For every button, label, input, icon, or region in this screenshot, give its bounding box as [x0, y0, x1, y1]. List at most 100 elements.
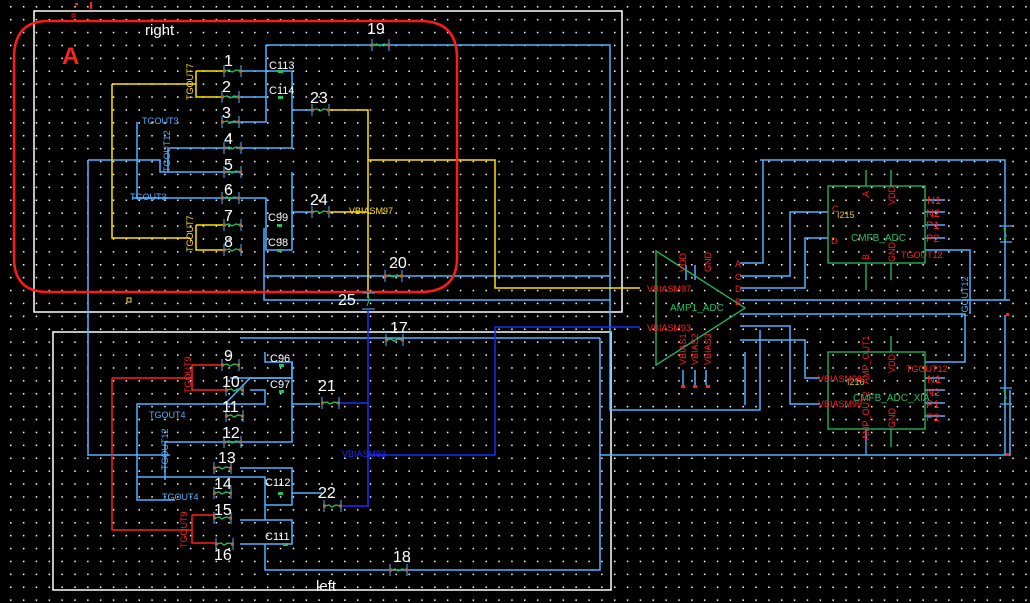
- switch-12-label[interactable]: 12: [222, 425, 240, 442]
- switch-18-label[interactable]: 18: [393, 549, 411, 566]
- switch-20-label[interactable]: 20: [389, 255, 407, 272]
- cmfb1-pin-c: C: [832, 204, 839, 214]
- switch-13-label[interactable]: 13: [218, 450, 236, 467]
- amp-pin-vbias1: VBIAS1: [678, 333, 688, 365]
- cmfb2-cell-label: CMFB_ADC_XIA: [853, 393, 930, 404]
- switch-9-label[interactable]: 9: [224, 348, 233, 365]
- switch-3-label[interactable]: 3: [222, 105, 231, 122]
- left-group-label: left: [316, 578, 337, 595]
- amp-pin-a: A: [735, 259, 741, 269]
- switch-glyph[interactable]: [311, 206, 330, 218]
- amp1-adc-symbol[interactable]: AMP1_ADC VDD GND VBIASM97 VBIASM93 VBIAS…: [647, 249, 747, 388]
- switch-10-label[interactable]: 10: [222, 374, 240, 391]
- cap-c96-label[interactable]: C96: [270, 353, 290, 365]
- switch-glyph[interactable]: [385, 334, 404, 346]
- net-label-tgout7-bottom[interactable]: TGOUT7: [185, 215, 195, 252]
- switch-glyph[interactable]: [223, 436, 242, 448]
- switch-1-label[interactable]: 1: [224, 53, 233, 70]
- wires-red[interactable]: [111, 364, 226, 544]
- cap-c111-label[interactable]: C111: [265, 531, 290, 543]
- cmfb2-pin-amp-out2: AMP_OUT2: [861, 391, 871, 440]
- cmfb-adc-xia-symbol[interactable]: CMFB_ADC_XIA I216 VBIASM98 VBIASM99 AMP_…: [818, 335, 948, 455]
- switch-glyph[interactable]: [321, 397, 340, 409]
- switch-16-label[interactable]: 16: [214, 547, 232, 564]
- net-label-tgout12-right[interactable]: TGOUT12: [960, 276, 970, 318]
- switch-glyph[interactable]: [225, 410, 244, 422]
- switch-2-label[interactable]: 2: [222, 79, 231, 96]
- cap-c112-label[interactable]: C112: [265, 477, 290, 489]
- net-label-tgout4-top[interactable]: TGOUT4: [149, 410, 186, 420]
- cmfb2-pin-vbiasm98: VBIASM98: [818, 374, 862, 384]
- net-label-tgout12-left[interactable]: TGOUT12: [160, 428, 170, 470]
- switch-19-label[interactable]: 19: [367, 21, 385, 38]
- cmfb1-pin-b: B: [861, 254, 871, 260]
- switch-15-label[interactable]: 15: [214, 502, 232, 519]
- switch-glyph[interactable]: [213, 487, 232, 499]
- switch-glyph[interactable]: [221, 192, 240, 204]
- switch-glyph[interactable]: [223, 244, 242, 256]
- net-label-tgout9-top[interactable]: TGOUT9: [183, 356, 193, 393]
- cap-c97-label[interactable]: C97: [270, 379, 290, 391]
- amp-pin-c: C: [735, 272, 742, 282]
- cmfb1-pin-d: D: [831, 236, 838, 246]
- amp-cell-label: AMP1_ADC: [670, 303, 724, 314]
- switch-5-label[interactable]: 5: [224, 157, 233, 174]
- switch-8-label[interactable]: 8: [224, 234, 233, 251]
- switch-17-label[interactable]: 17: [390, 320, 408, 337]
- switch-glyph-25[interactable]: [362, 292, 375, 310]
- switch-glyph[interactable]: [213, 462, 232, 474]
- right-group-label: right: [145, 22, 175, 39]
- net-label-tgout12-top[interactable]: TGOUT12: [162, 130, 172, 172]
- switch-6-label[interactable]: 6: [224, 182, 233, 199]
- switch-glyph[interactable]: [223, 166, 242, 178]
- switch-glyph[interactable]: [221, 91, 240, 103]
- cap-c99-label[interactable]: C99: [268, 212, 288, 224]
- switch-glyph[interactable]: [221, 359, 240, 371]
- switch-glyph[interactable]: [213, 512, 232, 524]
- switch-14-label[interactable]: 14: [214, 476, 232, 493]
- switch-11-label[interactable]: 11: [222, 399, 239, 416]
- cap-c114-label[interactable]: C114: [269, 85, 294, 97]
- amp-pin-d: D: [735, 284, 742, 294]
- switch-glyph[interactable]: [371, 39, 390, 51]
- switch-7-label[interactable]: 7: [224, 208, 233, 225]
- switch-glyph[interactable]: [221, 116, 240, 128]
- net-label-tgout3-mid[interactable]: TGOUT3: [130, 192, 167, 202]
- switch-glyph[interactable]: [215, 538, 234, 550]
- capacitor-markers: [277, 70, 288, 546]
- switch-21-label[interactable]: 21: [318, 378, 336, 395]
- left-group-boundary[interactable]: [52, 331, 612, 591]
- cmfb2-instance-label: I216: [847, 377, 865, 387]
- net-label-tgout4-bottom[interactable]: TGOUT4: [162, 492, 199, 502]
- switch-22-label[interactable]: 22: [318, 485, 336, 502]
- switch-glyph[interactable]: [223, 65, 242, 77]
- net-label-vbiasm93[interactable]: VBIASM93: [342, 449, 386, 459]
- right-group-boundary[interactable]: [33, 10, 623, 313]
- wires-darkblue[interactable]: [340, 310, 640, 507]
- net-label-vbiasm97[interactable]: VBIASM97: [349, 206, 393, 216]
- switch-4-label[interactable]: 4: [224, 131, 233, 148]
- switch-glyph[interactable]: [311, 104, 330, 116]
- wires-yellow[interactable]: [111, 70, 640, 298]
- net-label-tgout9-bottom[interactable]: TGOUT9: [179, 511, 189, 548]
- cmfb2-pin-p2: P2: [926, 412, 939, 424]
- net-label-tgout3-top[interactable]: TGOUT3: [142, 116, 179, 126]
- cmfb1-pin-n2: N2: [926, 208, 940, 220]
- switch-glyph[interactable]: [384, 270, 403, 282]
- cmfb2-pin-amp-out1: AMP_OUT1: [861, 335, 871, 384]
- switch-24-label[interactable]: 24: [310, 192, 328, 209]
- amp-pin-vbiasm93: VBIASM93: [647, 323, 691, 333]
- switch-glyph[interactable]: [223, 219, 242, 231]
- cap-c113-label[interactable]: C113: [269, 60, 294, 72]
- wires-blue[interactable]: [87, 44, 1011, 571]
- switch-glyph[interactable]: [389, 564, 408, 576]
- switch-glyph[interactable]: [323, 500, 342, 512]
- switch-25-label[interactable]: 25: [338, 292, 356, 309]
- switch-glyph[interactable]: [225, 384, 244, 396]
- switch-23-label[interactable]: 23: [310, 90, 328, 107]
- switch-glyph[interactable]: [223, 142, 242, 154]
- cap-c98-label[interactable]: C98: [268, 237, 288, 249]
- net-label-tgout7-top[interactable]: TGOUT7: [185, 63, 195, 100]
- cmfb-adc-symbol[interactable]: CMFB_ADC I215 A C D B VDD GND N1 N2 P1 P…: [827, 170, 943, 290]
